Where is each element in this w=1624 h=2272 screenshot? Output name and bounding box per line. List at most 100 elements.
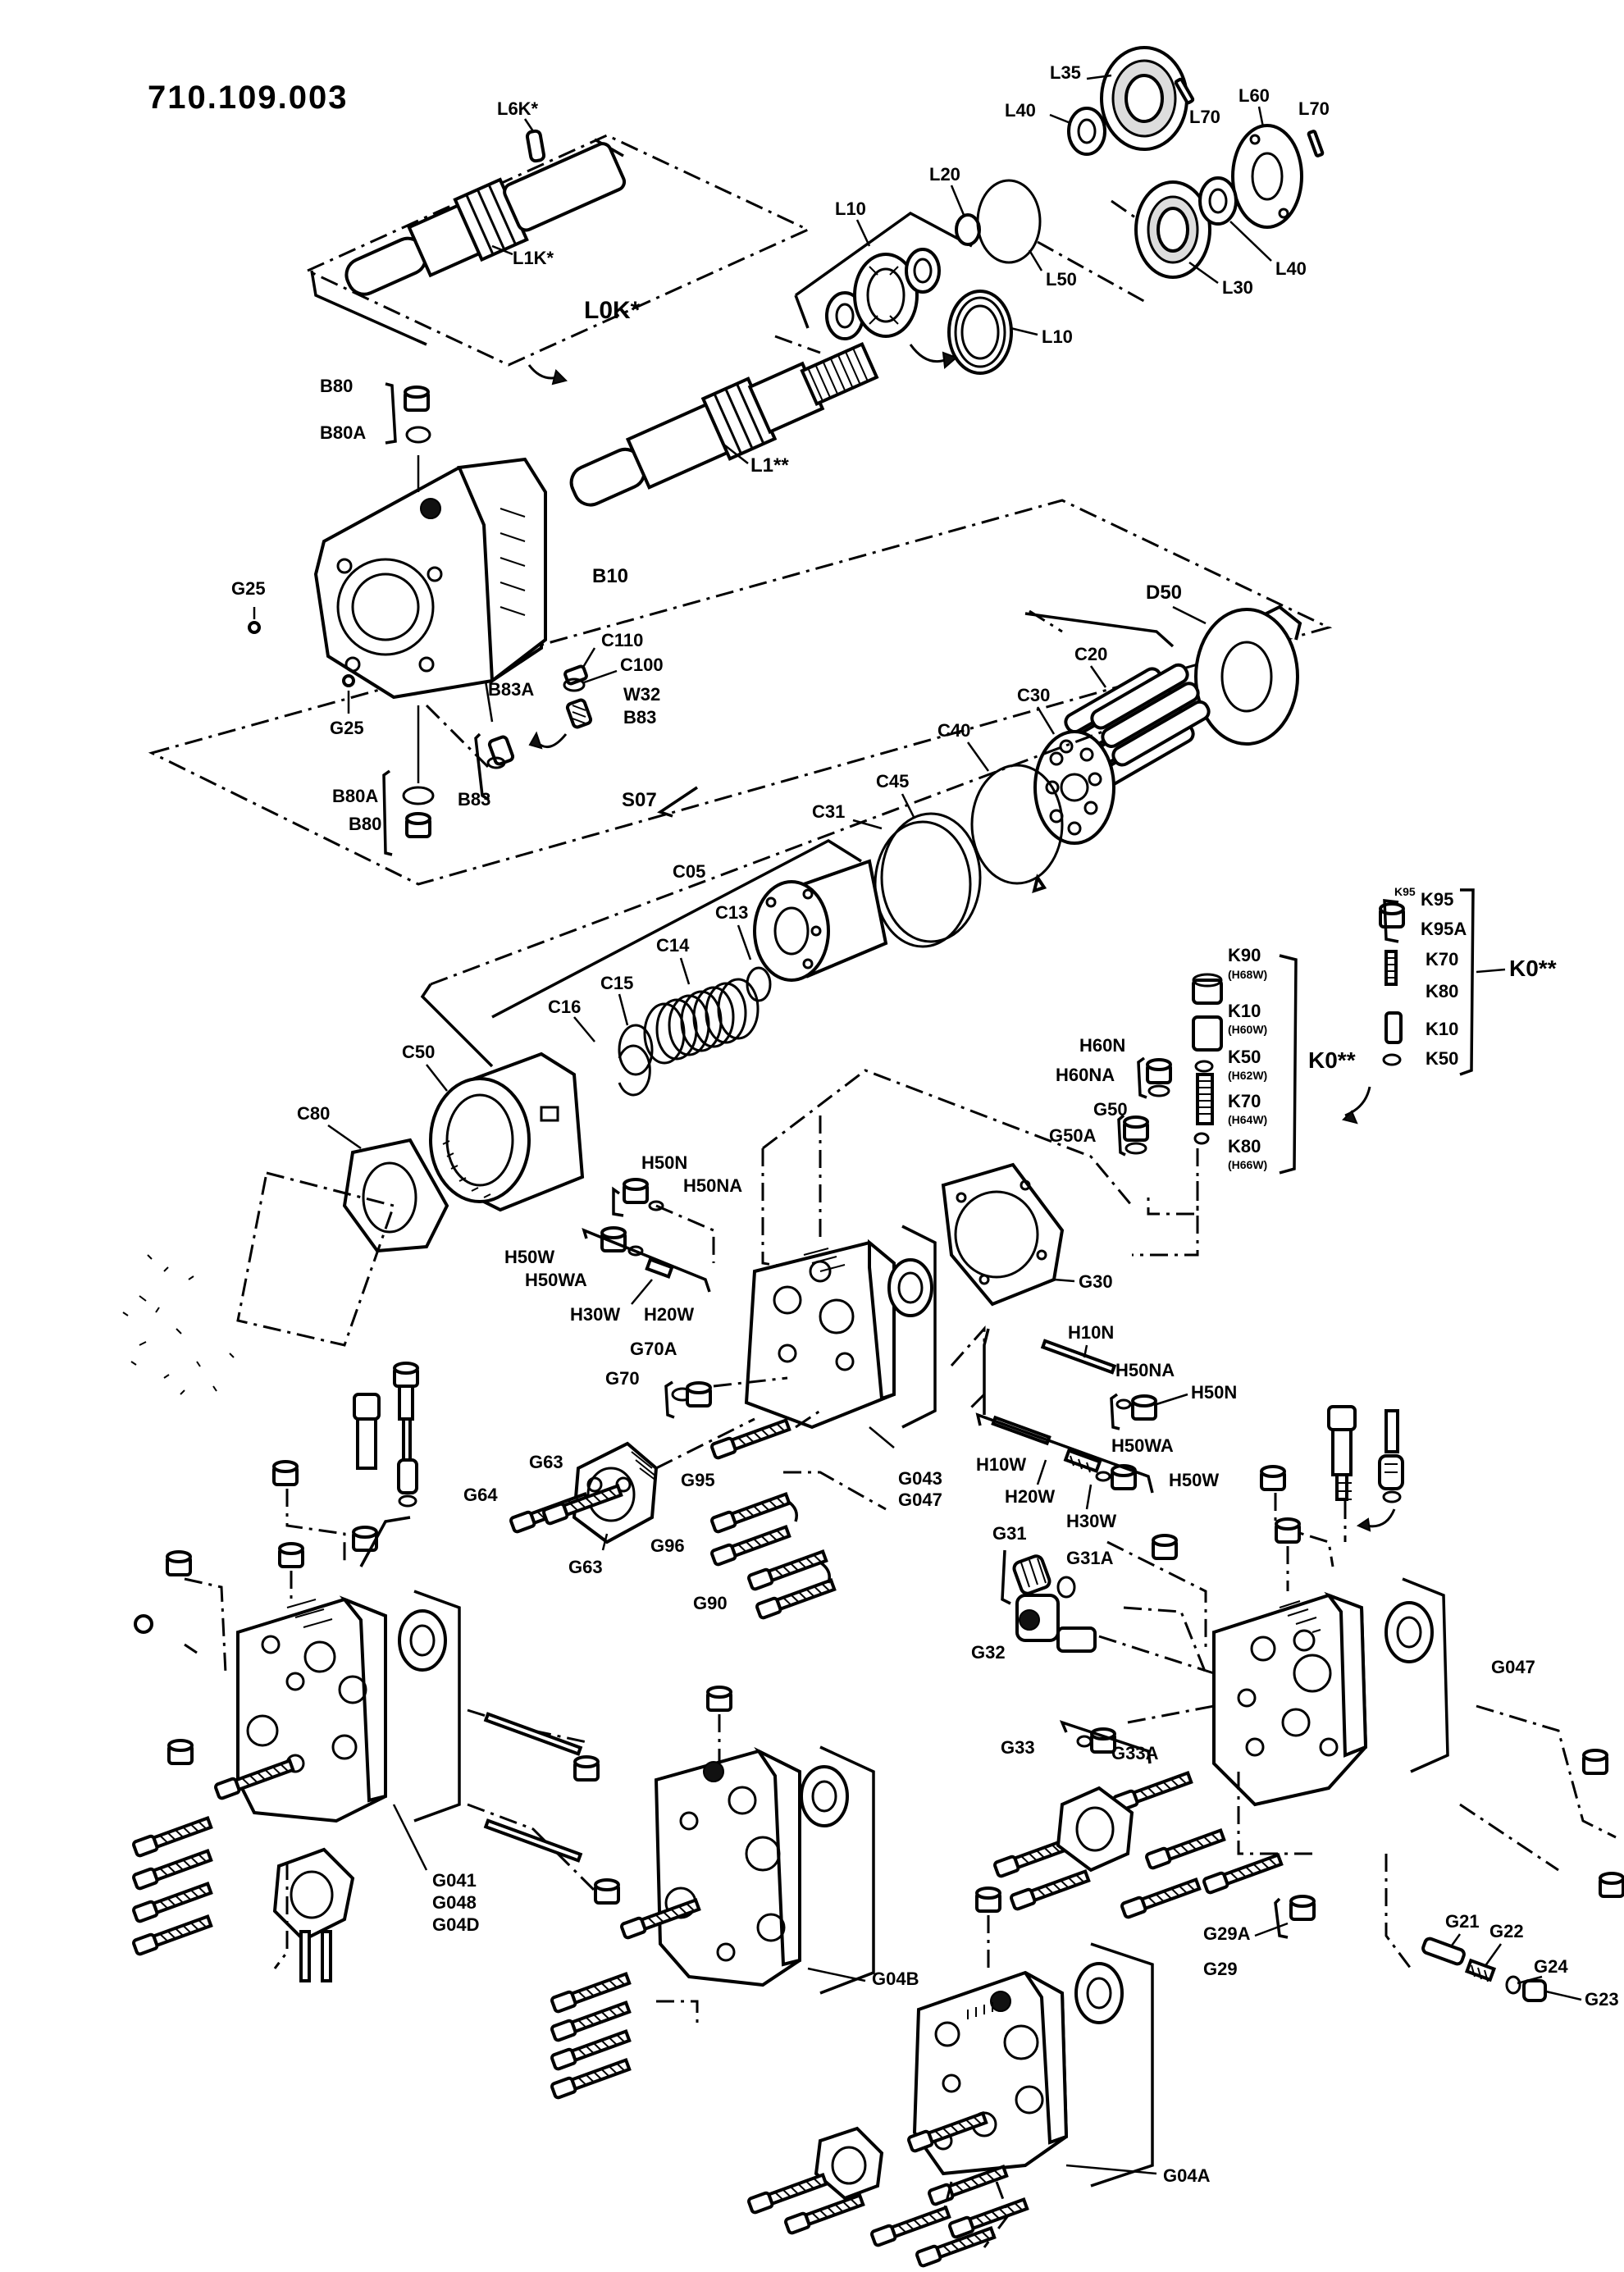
label-B83b: B83 <box>623 707 656 728</box>
label-H50Nb: H50N <box>1191 1382 1237 1403</box>
label-C20: C20 <box>1074 644 1107 664</box>
h10-group: H10N H50NA H50N H10W H50WA H50W H20W H30… <box>950 1322 1237 1531</box>
label-G33A: G33A <box>1111 1743 1159 1763</box>
label-G25b: G25 <box>330 718 364 738</box>
label-K95A: K95A <box>1421 919 1467 939</box>
label-K50a: K50 <box>1426 1048 1458 1069</box>
label-H20W_b: H20W <box>1005 1486 1055 1507</box>
label-G043: G043 <box>898 1468 942 1489</box>
label-L40a: L40 <box>1005 100 1036 121</box>
g04a-group: G04A <box>746 1886 1211 2269</box>
housing-group: B10 B80 B80A G25 G25 B80A B80 B83A B83 C… <box>148 376 1333 886</box>
label-K90: K90 <box>1228 945 1261 965</box>
label-H50Na: H50N <box>641 1152 687 1173</box>
label-K0b: K0** <box>1308 1047 1356 1073</box>
label-K80a: K80 <box>1426 981 1458 1001</box>
label-H50NAa: H50NA <box>683 1175 742 1196</box>
label-B80Ab: B80A <box>332 786 378 806</box>
g04b-group: G04B <box>549 1686 919 2101</box>
label-H60N: H60N <box>1079 1035 1125 1056</box>
label-C30: C30 <box>1017 685 1050 705</box>
label-K10b: K10 <box>1228 1001 1261 1021</box>
label-L70b: L70 <box>1298 98 1330 119</box>
label-L6K: L6K* <box>497 98 539 119</box>
label-L35: L35 <box>1050 62 1081 83</box>
label-C110: C110 <box>601 630 643 650</box>
spring <box>643 978 760 1065</box>
label-G047a: G047 <box>898 1490 942 1510</box>
label-L50: L50 <box>1046 269 1077 290</box>
label-H50NAb: H50NA <box>1115 1360 1175 1380</box>
label-G048: G048 <box>432 1892 477 1913</box>
label-L20: L20 <box>929 164 960 185</box>
label-G29A: G29A <box>1203 1923 1251 1944</box>
label-G041: G041 <box>432 1870 477 1891</box>
shaft-kit-group: L6K* L1K* L0K* <box>304 98 811 386</box>
label-C31: C31 <box>812 801 845 822</box>
drawing-title: 710.109.003 <box>148 80 348 116</box>
label-K95: K95 <box>1394 885 1416 898</box>
label-G31: G31 <box>992 1523 1027 1544</box>
label-H50W_b: H50W <box>1169 1470 1219 1490</box>
label-G63b: G63 <box>568 1557 603 1577</box>
label-G32: G32 <box>971 1642 1006 1663</box>
label-K50b: K50 <box>1228 1047 1261 1067</box>
rotating-group: D50 C20 C30 C40 C45 C31 <box>122 582 1302 1395</box>
label-K70a: K70 <box>1426 949 1458 969</box>
label-L10b: L10 <box>1042 326 1073 347</box>
label-G96: G96 <box>650 1535 685 1556</box>
label-C14: C14 <box>656 935 690 956</box>
label-H30W_a: H30W <box>570 1304 620 1325</box>
label-D50: D50 <box>1146 582 1182 604</box>
label-K70s: (H64W) <box>1228 1113 1267 1126</box>
label-G22: G22 <box>1489 1921 1524 1941</box>
bearing-group: L10 L20 L50 L10 L40 L35 L70 L60 <box>794 46 1330 375</box>
label-G50: G50 <box>1093 1099 1128 1120</box>
label-L40b: L40 <box>1275 258 1307 279</box>
label-L30: L30 <box>1222 277 1253 298</box>
label-G70A: G70A <box>630 1339 677 1359</box>
label-L70a: L70 <box>1189 107 1220 127</box>
label-K80s: (H66W) <box>1228 1158 1267 1171</box>
label-B83Aa: B83A <box>488 679 534 700</box>
label-K10s: (H60W) <box>1228 1023 1267 1036</box>
shaft-kit-part <box>344 142 627 296</box>
label-G04B: G04B <box>872 1969 919 1989</box>
label-C80: C80 <box>297 1103 330 1124</box>
label-H50W_a: H50W <box>504 1247 554 1267</box>
label-K90s: (H68W) <box>1228 968 1267 981</box>
g047-group: G31 G31A G32 G33 G33A G047 <box>971 1405 1624 2010</box>
label-L60: L60 <box>1239 85 1270 106</box>
label-G23: G23 <box>1585 1989 1619 2010</box>
label-C50: C50 <box>402 1042 435 1062</box>
label-C16: C16 <box>548 997 581 1017</box>
label-G90: G90 <box>693 1593 728 1613</box>
label-B80b: B80 <box>349 814 381 834</box>
label-C05: C05 <box>673 861 705 882</box>
label-C100: C100 <box>620 655 664 675</box>
label-H10W: H10W <box>976 1454 1026 1475</box>
label-C13: C13 <box>715 902 748 923</box>
label-B10: B10 <box>592 565 628 587</box>
label-G29: G29 <box>1203 1959 1238 1979</box>
pistons <box>1064 663 1211 789</box>
label-L10a: L10 <box>835 198 866 219</box>
label-K50s: (H62W) <box>1228 1069 1267 1082</box>
main-shaft <box>569 342 879 507</box>
label-G24: G24 <box>1534 1956 1568 1977</box>
label-S07: S07 <box>622 789 657 811</box>
label-G63a: G63 <box>529 1452 563 1472</box>
label-H50WA_b: H50WA <box>1111 1435 1174 1456</box>
label-B80a: B80 <box>320 376 353 396</box>
label-L1: L1** <box>750 454 789 477</box>
label-K70b: K70 <box>1228 1091 1261 1111</box>
label-K10a: K10 <box>1426 1019 1458 1039</box>
regulator-block-group: G043 G047 G30 H50N H50NA H50W H50WA H30W… <box>463 1069 1134 1621</box>
label-H20W_a: H20W <box>644 1304 694 1325</box>
label-H30W_b: H30W <box>1066 1511 1116 1531</box>
label-G04A: G04A <box>1163 2165 1211 2186</box>
label-G04D: G04D <box>432 1914 479 1935</box>
label-K80b: K80 <box>1228 1136 1261 1157</box>
